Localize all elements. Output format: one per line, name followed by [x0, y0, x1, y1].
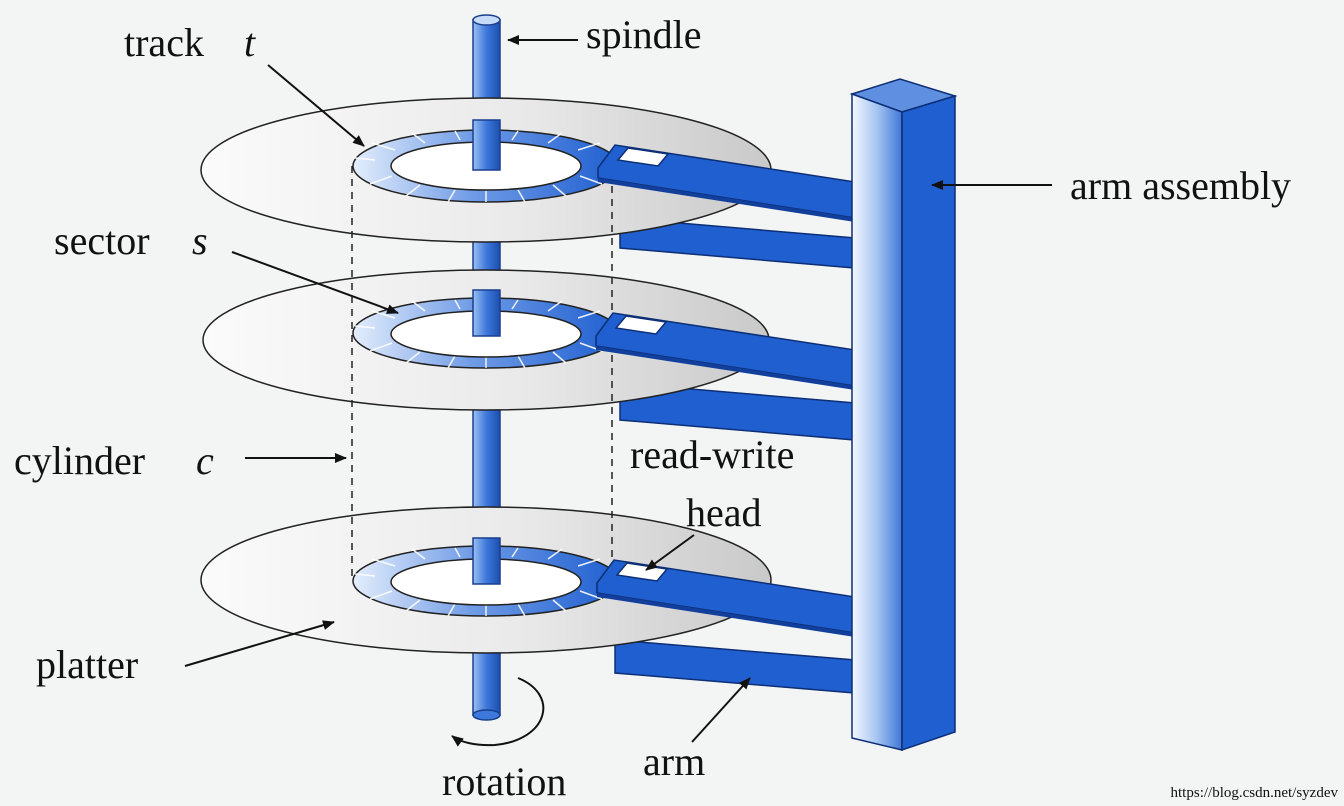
platter-label: platter: [36, 642, 138, 687]
cylinder-label: cylinder: [14, 438, 145, 483]
head-label: head: [686, 490, 762, 535]
platter-pointer: [184, 620, 335, 667]
head-pointer: [645, 534, 695, 571]
platter-2: [202, 269, 770, 411]
cylinder-variable: c: [196, 438, 214, 483]
arm-label: arm: [643, 739, 705, 784]
arm-pointer: [691, 677, 751, 743]
arm-assembly-pillar: [849, 78, 958, 752]
read-write-label: read-write: [630, 432, 794, 477]
pointer-arrows: [184, 35, 1052, 743]
sector-label: sector: [54, 218, 150, 263]
rotation-arrow: [451, 677, 545, 747]
track-pointer: [267, 64, 365, 147]
spindle-label: spindle: [586, 12, 702, 57]
read-write-head-2: [614, 315, 668, 335]
sector-variable: s: [192, 218, 208, 263]
cylinder-outline: [351, 160, 613, 580]
sector-pointer: [231, 251, 399, 314]
upper-arms: [595, 144, 856, 637]
lower-arms: [614, 217, 856, 694]
arm-assembly-label: arm assembly: [1070, 163, 1291, 208]
rotation-label: rotation: [442, 759, 566, 804]
track-variable: t: [244, 20, 256, 65]
platter-1: [200, 97, 772, 243]
watermark: https://blog.csdn.net/syzdev: [1171, 785, 1339, 801]
platter-3: [200, 506, 772, 654]
track-label: track: [124, 20, 204, 65]
read-write-head-1: [616, 147, 670, 167]
